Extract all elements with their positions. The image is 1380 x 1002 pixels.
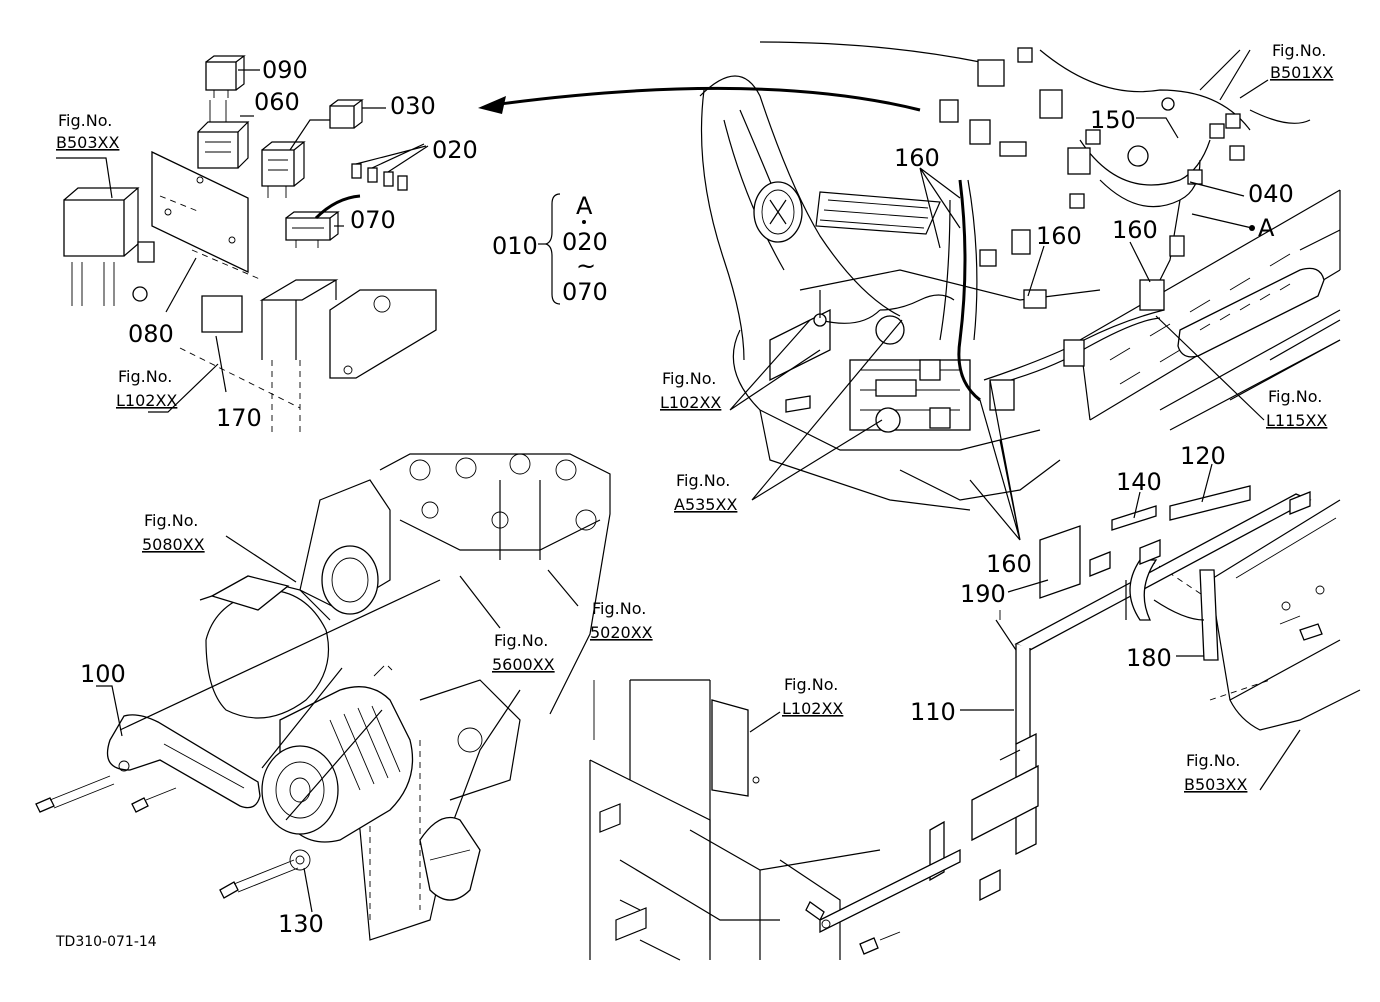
fig-prefix-l102-left: Fig.No. xyxy=(118,367,172,386)
range-bottom: 070 xyxy=(562,278,608,306)
pad-170-part xyxy=(201,295,243,333)
fig-number-l102-bottom: L102XX xyxy=(782,699,843,718)
callout-070: 070 xyxy=(350,206,396,234)
callout-080: 080 xyxy=(128,320,174,348)
stay-100-part xyxy=(106,714,261,809)
side-relay-part xyxy=(63,187,155,306)
fig-number-5020: 5020XX xyxy=(590,623,653,642)
callout-130: 130 xyxy=(278,910,324,938)
fig-prefix-l115: Fig.No. xyxy=(1268,387,1322,406)
callout-110: 110 xyxy=(910,698,956,726)
fig-prefix-b503-top: Fig.No. xyxy=(58,111,112,130)
callout-160-right: 160 xyxy=(1112,216,1158,244)
curved-arrow xyxy=(478,86,921,114)
engine-alternator-drawing xyxy=(35,453,611,941)
bracket-frame-drawing xyxy=(589,463,1361,961)
fig-number-b501: B501XX xyxy=(1270,63,1333,82)
callout-040: 040 xyxy=(1248,180,1294,208)
callout-190: 190 xyxy=(960,580,1006,608)
relay-board-assembly xyxy=(56,55,437,436)
callout-060: 060 xyxy=(254,88,300,116)
callout-100: 100 xyxy=(80,660,126,688)
callout-170: 170 xyxy=(216,404,262,432)
callout-150: 150 xyxy=(1090,106,1136,134)
callout-180: 180 xyxy=(1126,644,1172,672)
callout-090: 090 xyxy=(262,56,308,84)
fig-prefix-b501: Fig.No. xyxy=(1272,41,1326,60)
relay-090-part xyxy=(205,55,246,98)
range-tilde: ~ xyxy=(576,252,596,280)
fig-number-5080: 5080XX xyxy=(142,535,205,554)
fuse-030-part xyxy=(322,99,364,129)
alternator-part xyxy=(261,665,414,871)
callout-120: 120 xyxy=(1180,442,1226,470)
callout-160-bottom: 160 xyxy=(986,550,1032,578)
callout-010: 010 xyxy=(492,232,538,260)
bracket-110-part xyxy=(805,491,1312,955)
fig-number-b503-top: B503XX xyxy=(56,133,119,152)
fig-prefix-5080: Fig.No. xyxy=(144,511,198,530)
label-120-part xyxy=(1169,485,1251,521)
callout-160-mid: 160 xyxy=(1036,222,1082,250)
fuse-block-070-part xyxy=(285,194,361,248)
connector-block-part xyxy=(197,100,250,169)
callout-140: 140 xyxy=(1116,468,1162,496)
callout-020: 020 xyxy=(432,136,478,164)
fig-number-l102-mid: L102XX xyxy=(660,393,721,412)
marker-a: A xyxy=(1258,214,1275,242)
bolt-parts xyxy=(35,775,299,899)
fig-number-5600: 5600XX xyxy=(492,655,555,674)
drawing-code: TD310-071-14 xyxy=(55,934,157,950)
fig-prefix-5600: Fig.No. xyxy=(494,631,548,650)
fig-prefix-b503-bottom: Fig.No. xyxy=(1186,751,1240,770)
fuses-020-part xyxy=(351,163,408,191)
plate-190-part xyxy=(1039,525,1081,599)
fig-prefix-l102-mid: Fig.No. xyxy=(662,369,716,388)
callout-030: 030 xyxy=(390,92,436,120)
range-bracket xyxy=(538,193,586,305)
fig-number-a535: A535XX xyxy=(674,495,737,514)
callout-160-top: 160 xyxy=(894,144,940,172)
relay-060-part xyxy=(261,141,306,198)
fig-prefix-a535: Fig.No. xyxy=(676,471,730,490)
fig-number-l115: L115XX xyxy=(1266,411,1327,430)
tractor-front-drawing xyxy=(699,41,1341,511)
mounting-plate-080-part xyxy=(151,150,249,274)
fig-prefix-5020: Fig.No. xyxy=(592,599,646,618)
range-top-a: A xyxy=(576,192,593,220)
fig-prefix-l102-bottom: Fig.No. xyxy=(784,675,838,694)
top-right-leaders xyxy=(729,79,1269,541)
fig-number-b503-bottom: B503XX xyxy=(1184,775,1247,794)
fig-number-l102-left: L102XX xyxy=(116,391,177,410)
frame-bracket-part xyxy=(159,195,437,436)
pipe-clamp-180-part xyxy=(1129,559,1158,621)
range-mid: 020 xyxy=(562,228,608,256)
